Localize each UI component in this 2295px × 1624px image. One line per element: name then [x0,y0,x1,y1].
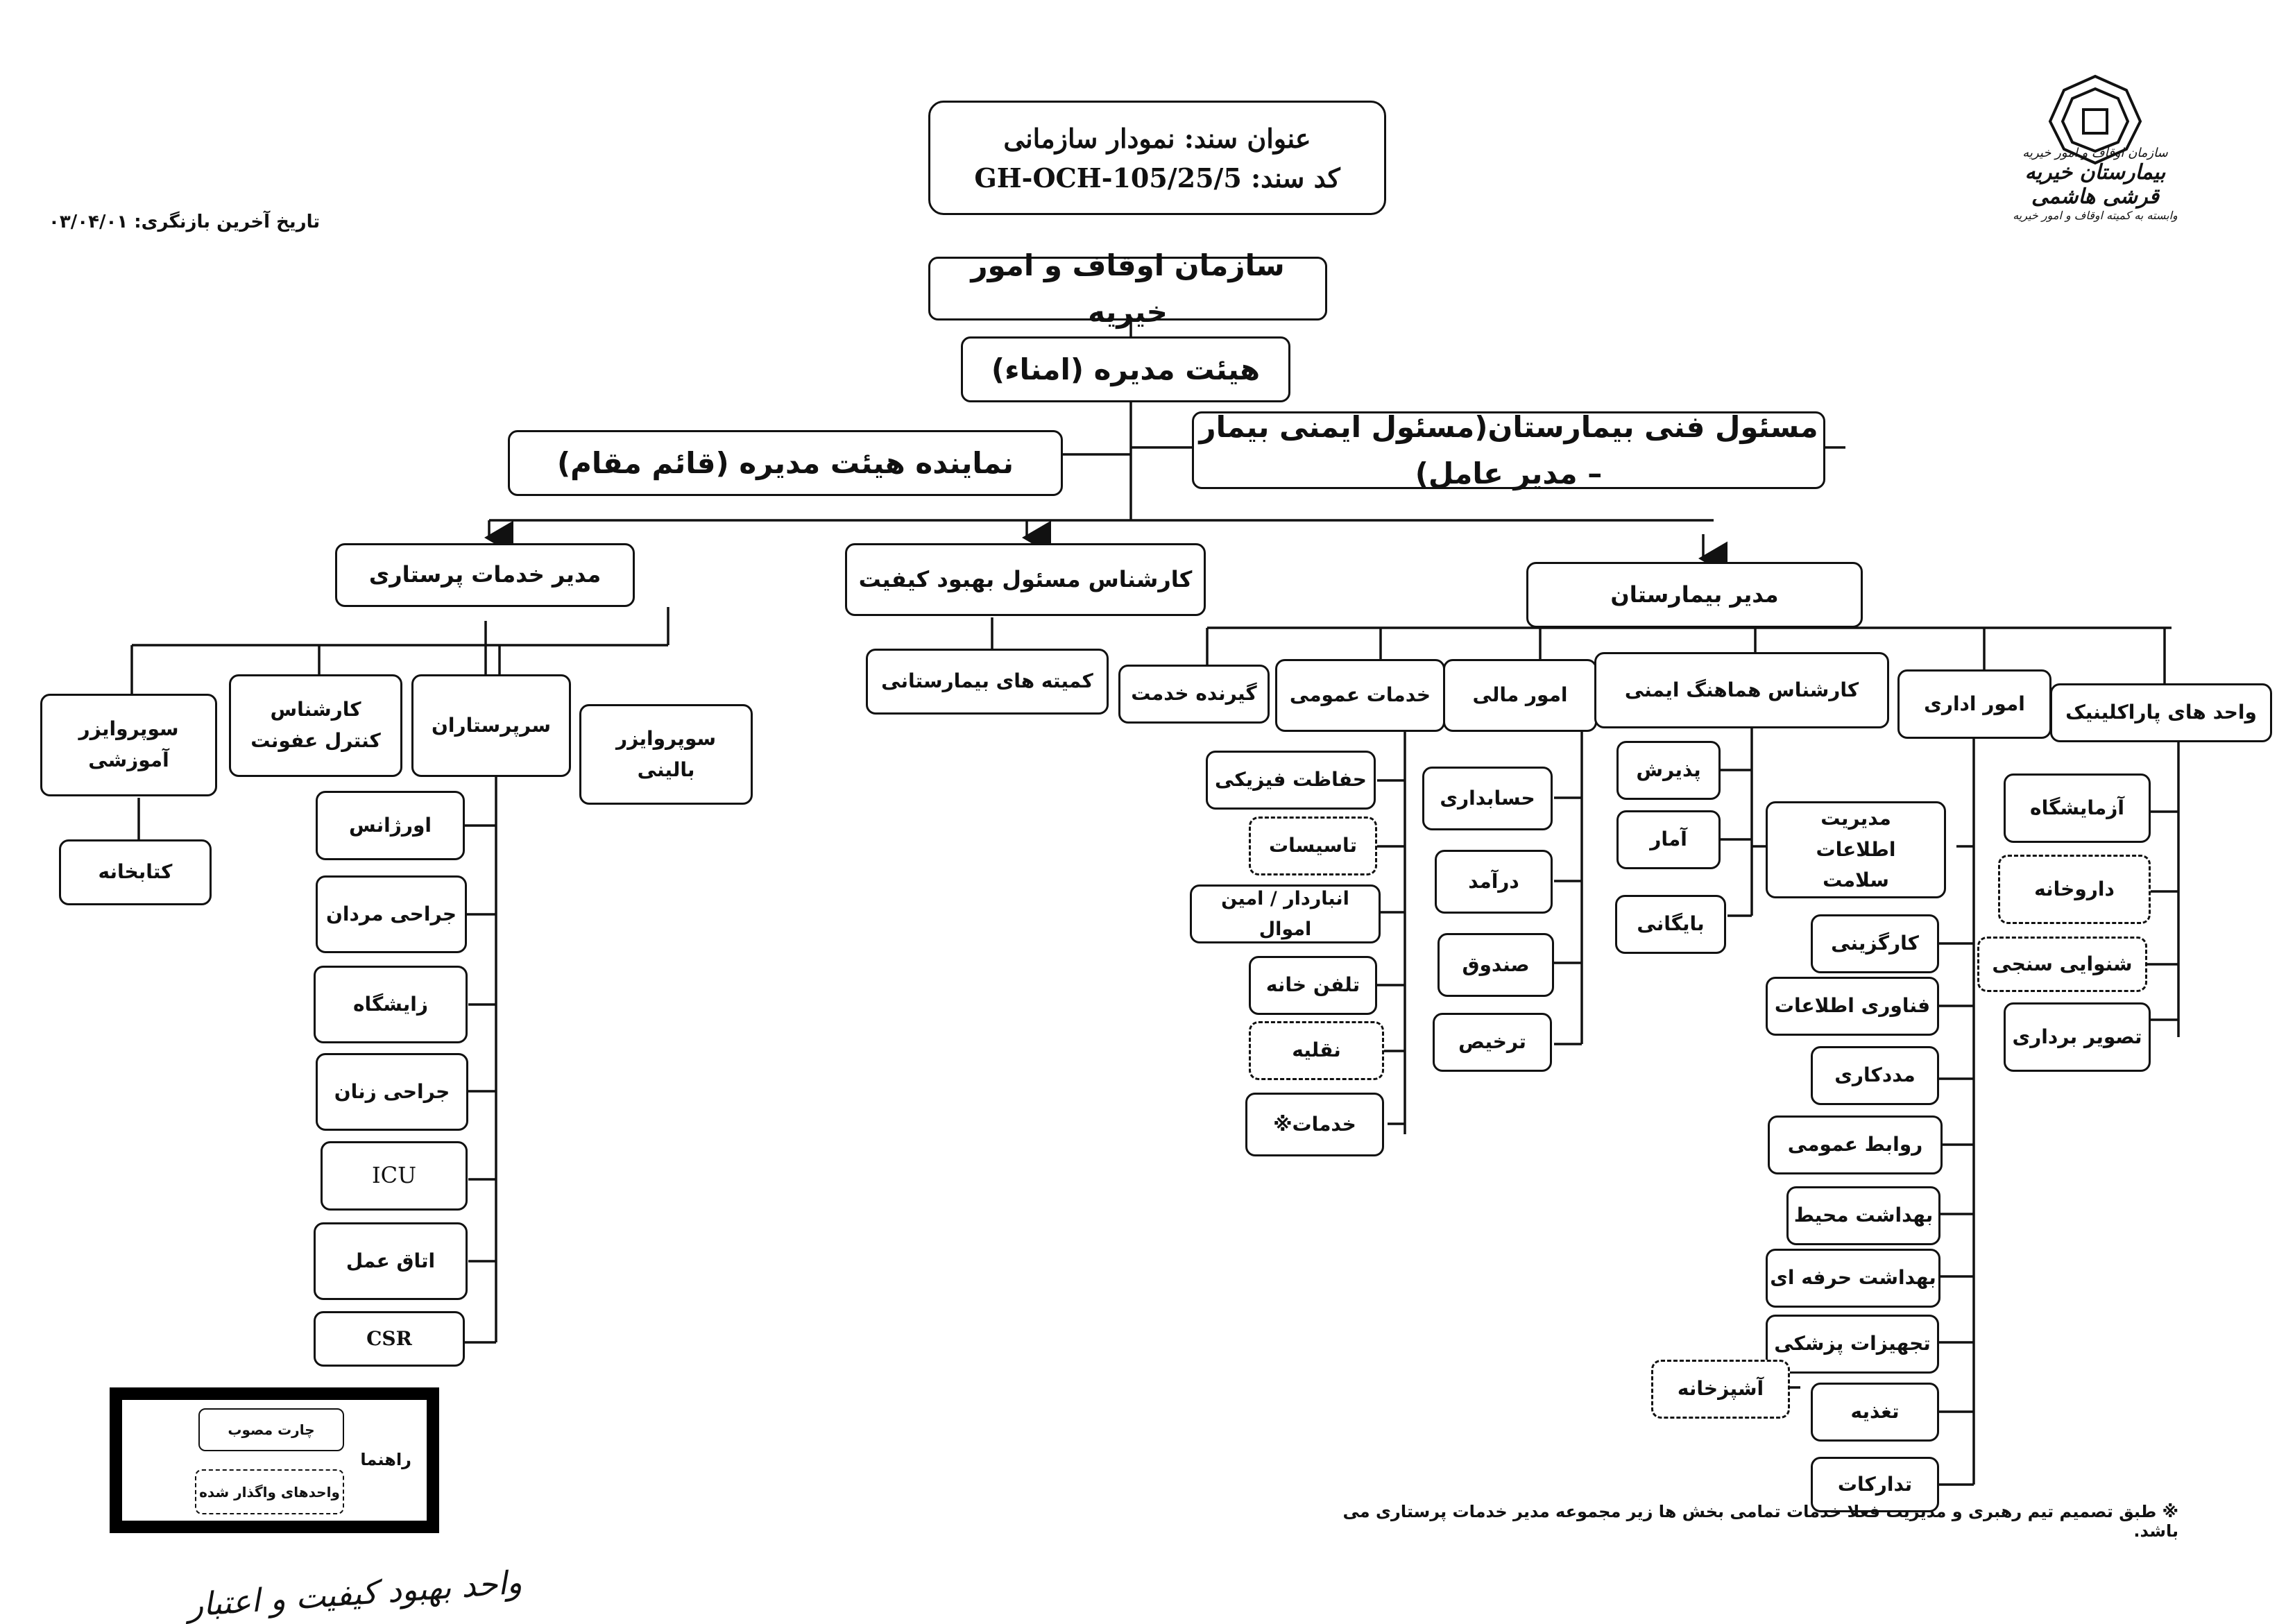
document-header-box: عنوان سند: نمودار سازمانی کد سند: GH-OCH… [928,101,1386,215]
general-warehouse: انباردار / امین اموال [1190,884,1381,943]
finance-cashier: صندوق [1437,933,1554,997]
logo-line-3: وابسته به کمیته اوقاف و امور خیریه [2013,209,2178,222]
ward-csr: CSR [314,1311,465,1367]
general-facilities: تاسیسات [1249,817,1377,875]
node-head-nurses: سرپرستاران [411,674,571,777]
node-safety-coordinator: کارشناس هماهنگ ایمنی [1594,652,1889,728]
node-paraclinic-units: واحد های پاراکلینیک [2050,683,2272,742]
legend: چارت مصوب واحدهای واگذار شده راهنما [110,1387,439,1533]
node-nursing-manager: مدیر خدمات پرستاری [335,543,635,607]
logo-line-2: بیمارستان خیریه قرشی هاشمی [2024,160,2166,209]
node-general-services: خدمات عمومی [1275,659,1445,732]
paraclinic-audiometry: شنوایی سنجی [1977,937,2147,992]
node-health-info-management: مدیریت اطلاعات سلامت [1766,801,1946,898]
ward-male-surgery: جراحی مردان [316,875,467,953]
node-awqaf: سازمان اوقاف و امور خیریه [928,248,1327,329]
node-education-supervisor: سوپروایزر آموزشی [40,694,217,796]
admin-social-work: مددکاری [1811,1046,1939,1105]
node-clinical-supervisor: سوپروایزر بالینی [579,704,753,805]
logo-caption: سازمان اوقاف و امور خیریه بیمارستان خیری… [2012,146,2178,222]
admin-nutrition: تغذیه [1811,1383,1939,1442]
logo-line-1: سازمان اوقاف و امور خیریه [2022,146,2168,160]
him-archive: بایگانی [1615,895,1726,954]
node-board-of-trustees: هیئت مدیره (امناء) [961,336,1290,402]
node-service-recipient: گیرنده خدمت [1118,665,1270,724]
general-transport: نقلیه [1249,1021,1384,1080]
node-infection-control: کارشناس کنترل عفونت [229,674,402,777]
admin-it: فناوری اطلاعات [1766,977,1939,1036]
legend-approved: چارت مصوب [198,1408,344,1451]
hospital-logo-icon [2048,74,2142,165]
ward-female-surgery: جراحی زنان [316,1053,468,1131]
finance-accounting: حسابداری [1422,767,1553,830]
admin-medical-equipment: تجهیزات پزشکی [1766,1315,1939,1374]
admin-occupational-health: بهداشت حرفه ای [1766,1249,1940,1308]
node-board-representative: نماینده هیئت مدیره (قائم مقام) [508,430,1063,496]
admin-public-relations: روابط عمومی [1768,1116,1943,1174]
paraclinic-pharmacy: داروخانه [1998,855,2151,924]
finance-income: درآمد [1435,850,1553,914]
document-title: عنوان سند: نمودار سازمانی [1003,122,1311,154]
ward-icu: ICU [321,1141,468,1211]
admin-procurement: تدارکات [1811,1457,1939,1512]
node-hospital-manager: مدیر بیمارستان [1526,562,1863,628]
node-technical-director: مسئول فنی بیمارستان(مسئول ایمنی بیمار – … [1192,410,1825,490]
admin-kitchen: آشپزخانه [1651,1360,1790,1419]
paraclinic-laboratory: آزمایشگاه [2004,773,2151,843]
node-library: کتابخانه [59,839,212,905]
him-admission: پذیرش [1616,741,1721,800]
paraclinic-imaging: تصویر برداری [2004,1002,2151,1072]
legend-title: راهنما [360,1450,411,1469]
general-telephone: تلفن خانه [1249,956,1377,1015]
ward-operating-room: اتاق عمل [314,1222,468,1300]
node-quality-expert: کارشناس مسئول بهبود کیفیت [845,543,1206,616]
document-code: کد سند: GH-OCH-105/25/5 [974,162,1340,194]
footnote: ※ طبق تصمیم تیم رهبری و مدیریت فعلا خدما… [1342,1502,2178,1541]
him-statistics: آمار [1616,810,1721,869]
general-physical-security: حفاظت فیزیکی [1206,751,1376,810]
finance-discharge: ترخیص [1433,1013,1552,1072]
node-administrative-affairs: امور اداری [1897,669,2051,739]
revision-date: تاریخ آخرین بازنگری: ۰۳/۰۴/۰۱ [49,212,321,232]
node-hospital-committees: کمیته های بیمارستانی [866,649,1109,715]
ward-emergency: اورژانس [316,791,465,860]
admin-personnel: کارگزینی [1811,914,1939,973]
admin-environmental-health: بهداشت محیط [1786,1186,1940,1245]
node-finance: امور مالی [1443,659,1597,732]
general-services-star: خدمات※ [1245,1093,1384,1156]
ward-maternity: زایشگاه [314,966,468,1043]
legend-outsourced: واحدهای واگذار شده [195,1469,344,1514]
